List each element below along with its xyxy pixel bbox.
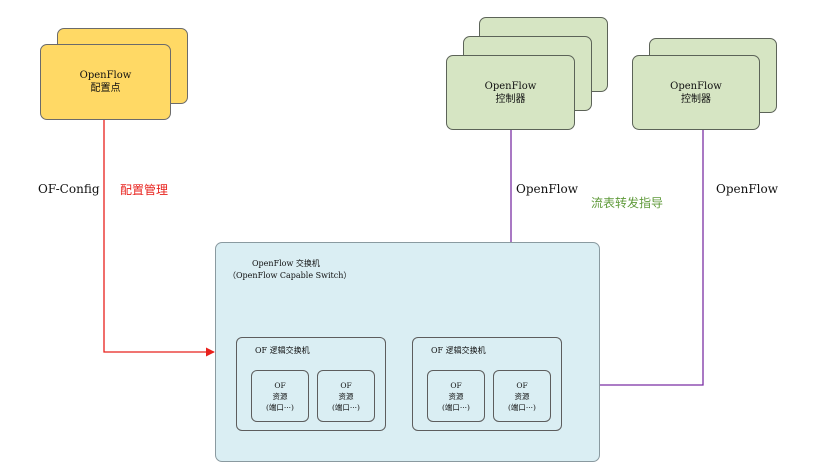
of-resource-box: OF 资源 (端口···) — [317, 370, 375, 422]
logical-switch-title: OF 逻辑交换机 — [255, 346, 310, 355]
resource-line1: OF — [450, 380, 462, 390]
config-mgmt-label: 配置管理 — [120, 183, 169, 197]
config-point-card: OpenFlow 配置点 — [40, 44, 171, 120]
logical-switch-title: OF 逻辑交换机 — [431, 346, 486, 355]
resource-line2: 资源 — [514, 391, 530, 401]
logical-switch-right: OF 逻辑交换机 OF 资源 (端口···) OF 资源 (端口···) — [412, 337, 562, 431]
controller-pair-card: OpenFlow 控制器 — [632, 55, 760, 130]
resource-line2: 资源 — [338, 391, 354, 401]
controller-stack-line2: 控制器 — [495, 93, 526, 105]
openflow-right-line — [561, 130, 704, 390]
controller-stack-card: OpenFlow 控制器 — [446, 55, 575, 130]
logical-switch-left: OF 逻辑交换机 OF 资源 (端口···) OF 资源 (端口···) — [236, 337, 386, 431]
resource-line1: OF — [340, 380, 352, 390]
of-config-line — [103, 120, 215, 357]
flow-table-label: 流表转发指导 — [591, 196, 664, 210]
controller-pair-line2: 控制器 — [681, 93, 711, 105]
resource-line2: 资源 — [448, 391, 464, 401]
resource-line2: 资源 — [272, 391, 288, 401]
controller-pair-line1: OpenFlow — [670, 80, 722, 92]
resource-line3: (端口···) — [265, 402, 294, 412]
resource-line1: OF — [516, 380, 528, 390]
of-resource-box: OF 资源 (端口···) — [427, 370, 485, 422]
openflow-left-label: OpenFlow — [516, 182, 579, 196]
config-point-line2: 配置点 — [90, 83, 121, 94]
controller-stack-line1: OpenFlow — [484, 80, 537, 92]
of-config-label: OF-Config — [38, 182, 100, 196]
switch-subtitle: （OpenFlow Capable Switch） — [228, 271, 352, 280]
resource-line1: OF — [274, 380, 286, 390]
of-resource-box: OF 资源 (端口···) — [251, 370, 309, 422]
config-point-line1: OpenFlow — [79, 70, 132, 81]
switch-title: OpenFlow 交换机 — [252, 259, 320, 268]
resource-line3: (端口···) — [507, 402, 536, 412]
openflow-right-label: OpenFlow — [716, 182, 779, 196]
resource-line3: (端口···) — [331, 402, 360, 412]
openflow-capable-switch: OpenFlow 交换机 （OpenFlow Capable Switch） O… — [215, 242, 600, 462]
of-resource-box: OF 资源 (端口···) — [493, 370, 551, 422]
resource-line3: (端口···) — [441, 402, 470, 412]
